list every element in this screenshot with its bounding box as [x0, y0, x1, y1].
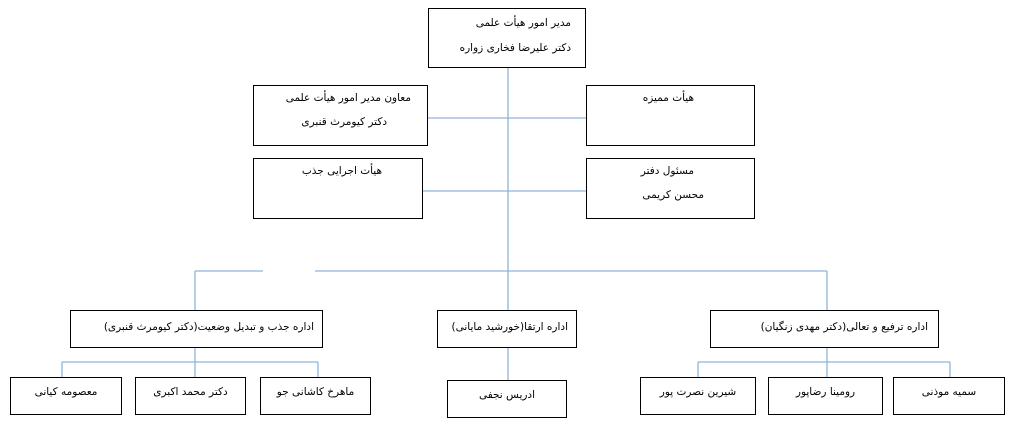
deputy-box: معاون مدیر امور هیأت علمی دکتر کیومرث قن…: [253, 85, 428, 146]
staff-box: دکتر محمد اکبری: [135, 377, 246, 415]
head-name: دکتر علیرضا فخاری زواره: [459, 42, 571, 54]
deputy-title: معاون مدیر امور هیأت علمی: [285, 92, 411, 104]
dept-title: اداره ترفیع و تعالی(دکتر مهدی زنگیان): [760, 321, 928, 333]
staff-name: دکتر محمد اکبری: [153, 386, 228, 398]
staff-box: رومینا رضاپور: [768, 377, 883, 415]
staff-box: شیرین نصرت پور: [640, 377, 756, 415]
head-title: مدیر امور هیأت علمی: [475, 17, 571, 29]
staff-box: سمیه موذنی: [893, 377, 1005, 415]
recruit-board-title: هیأت اجرایی جذب: [301, 165, 382, 177]
staff-box: ماهرخ کاشانی جو: [260, 377, 371, 415]
dept-title: اداره ارتقا(خورشید مایانی): [451, 321, 568, 333]
staff-name: شیرین نصرت پور: [659, 386, 737, 398]
dept-promotion-box: اداره ارتقا(خورشید مایانی): [437, 310, 577, 348]
staff-name: ادریس نجفی: [478, 389, 536, 401]
staff-box: ادریس نجفی: [447, 380, 567, 418]
dept-title: اداره جذب و تبدیل وضعیت(دکتر کیومرث قنبر…: [103, 321, 314, 333]
staff-name: سمیه موذنی: [921, 386, 977, 398]
office-box: مسئول دفتر محسن کریمی: [586, 158, 755, 219]
office-name: محسن کریمی: [642, 189, 704, 201]
staff-name: ماهرخ کاشانی جو: [276, 386, 355, 398]
head-box: مدیر امور هیأت علمی دکتر علیرضا فخاری زو…: [428, 8, 586, 68]
staff-name: معصومه کیانی: [34, 386, 98, 398]
board-review-box: هیأت ممیزه: [586, 85, 755, 146]
staff-box: معصومه کیانی: [10, 377, 122, 415]
dept-advancement-box: اداره ترفیع و تعالی(دکتر مهدی زنگیان): [710, 310, 939, 348]
board-review-title: هیأت ممیزه: [642, 92, 694, 104]
office-title: مسئول دفتر: [640, 165, 694, 177]
deputy-name: دکتر کیومرث قنبری: [301, 116, 387, 128]
dept-recruitment-box: اداره جذب و تبدیل وضعیت(دکتر کیومرث قنبر…: [70, 310, 323, 348]
staff-name: رومینا رضاپور: [795, 386, 856, 398]
recruit-board-box: هیأت اجرایی جذب: [253, 158, 423, 219]
